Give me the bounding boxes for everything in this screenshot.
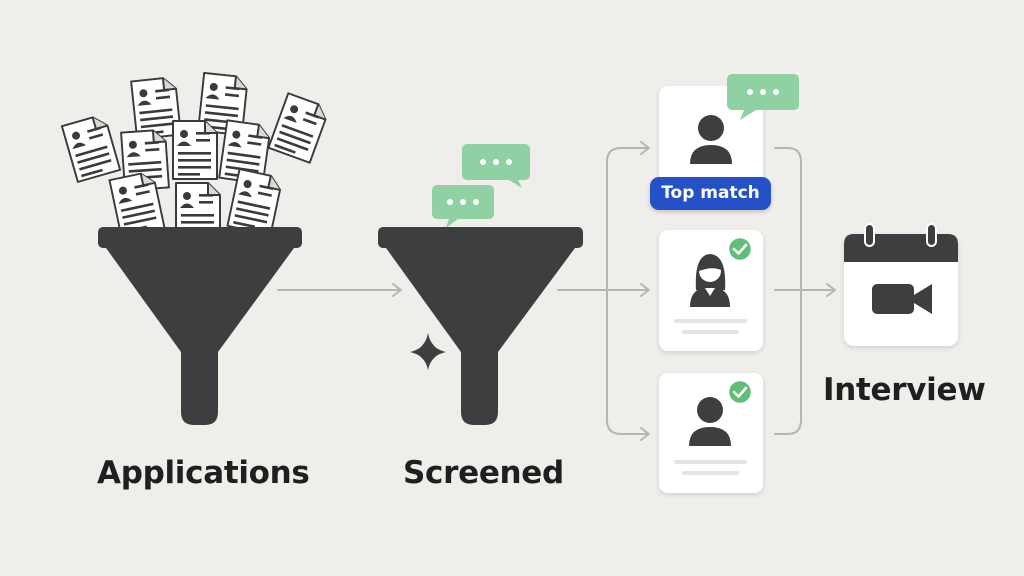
stage-label-screened: Screened [403, 455, 564, 491]
video-camera-icon [872, 284, 932, 314]
sparkle-icon [410, 333, 446, 370]
merge-connector [774, 147, 836, 435]
flow-arrow [277, 283, 402, 297]
funnel-icon [98, 227, 302, 425]
check-icon [726, 235, 754, 263]
person-icon [689, 397, 731, 446]
resume-pile [60, 71, 331, 242]
resume-icon [172, 120, 218, 180]
candidate-card[interactable] [659, 373, 763, 493]
chat-bubble-icon [727, 74, 799, 120]
candidate-card-top[interactable] [659, 74, 799, 206]
person-icon [690, 254, 730, 307]
resume-icon [267, 92, 331, 164]
candidate-card[interactable] [659, 230, 763, 351]
resume-icon [60, 113, 122, 183]
funnel-icon [378, 227, 583, 425]
branch-connector [557, 141, 650, 441]
stage-label-applications: Applications [97, 455, 310, 491]
person-icon [690, 115, 732, 164]
stage-label-interview: Interview [823, 372, 986, 408]
calendar-icon [844, 223, 958, 346]
chat-bubble-icon [462, 144, 530, 188]
chat-bubble-icon [432, 185, 494, 228]
check-icon [726, 378, 754, 406]
top-match-badge: Top match [650, 177, 771, 210]
